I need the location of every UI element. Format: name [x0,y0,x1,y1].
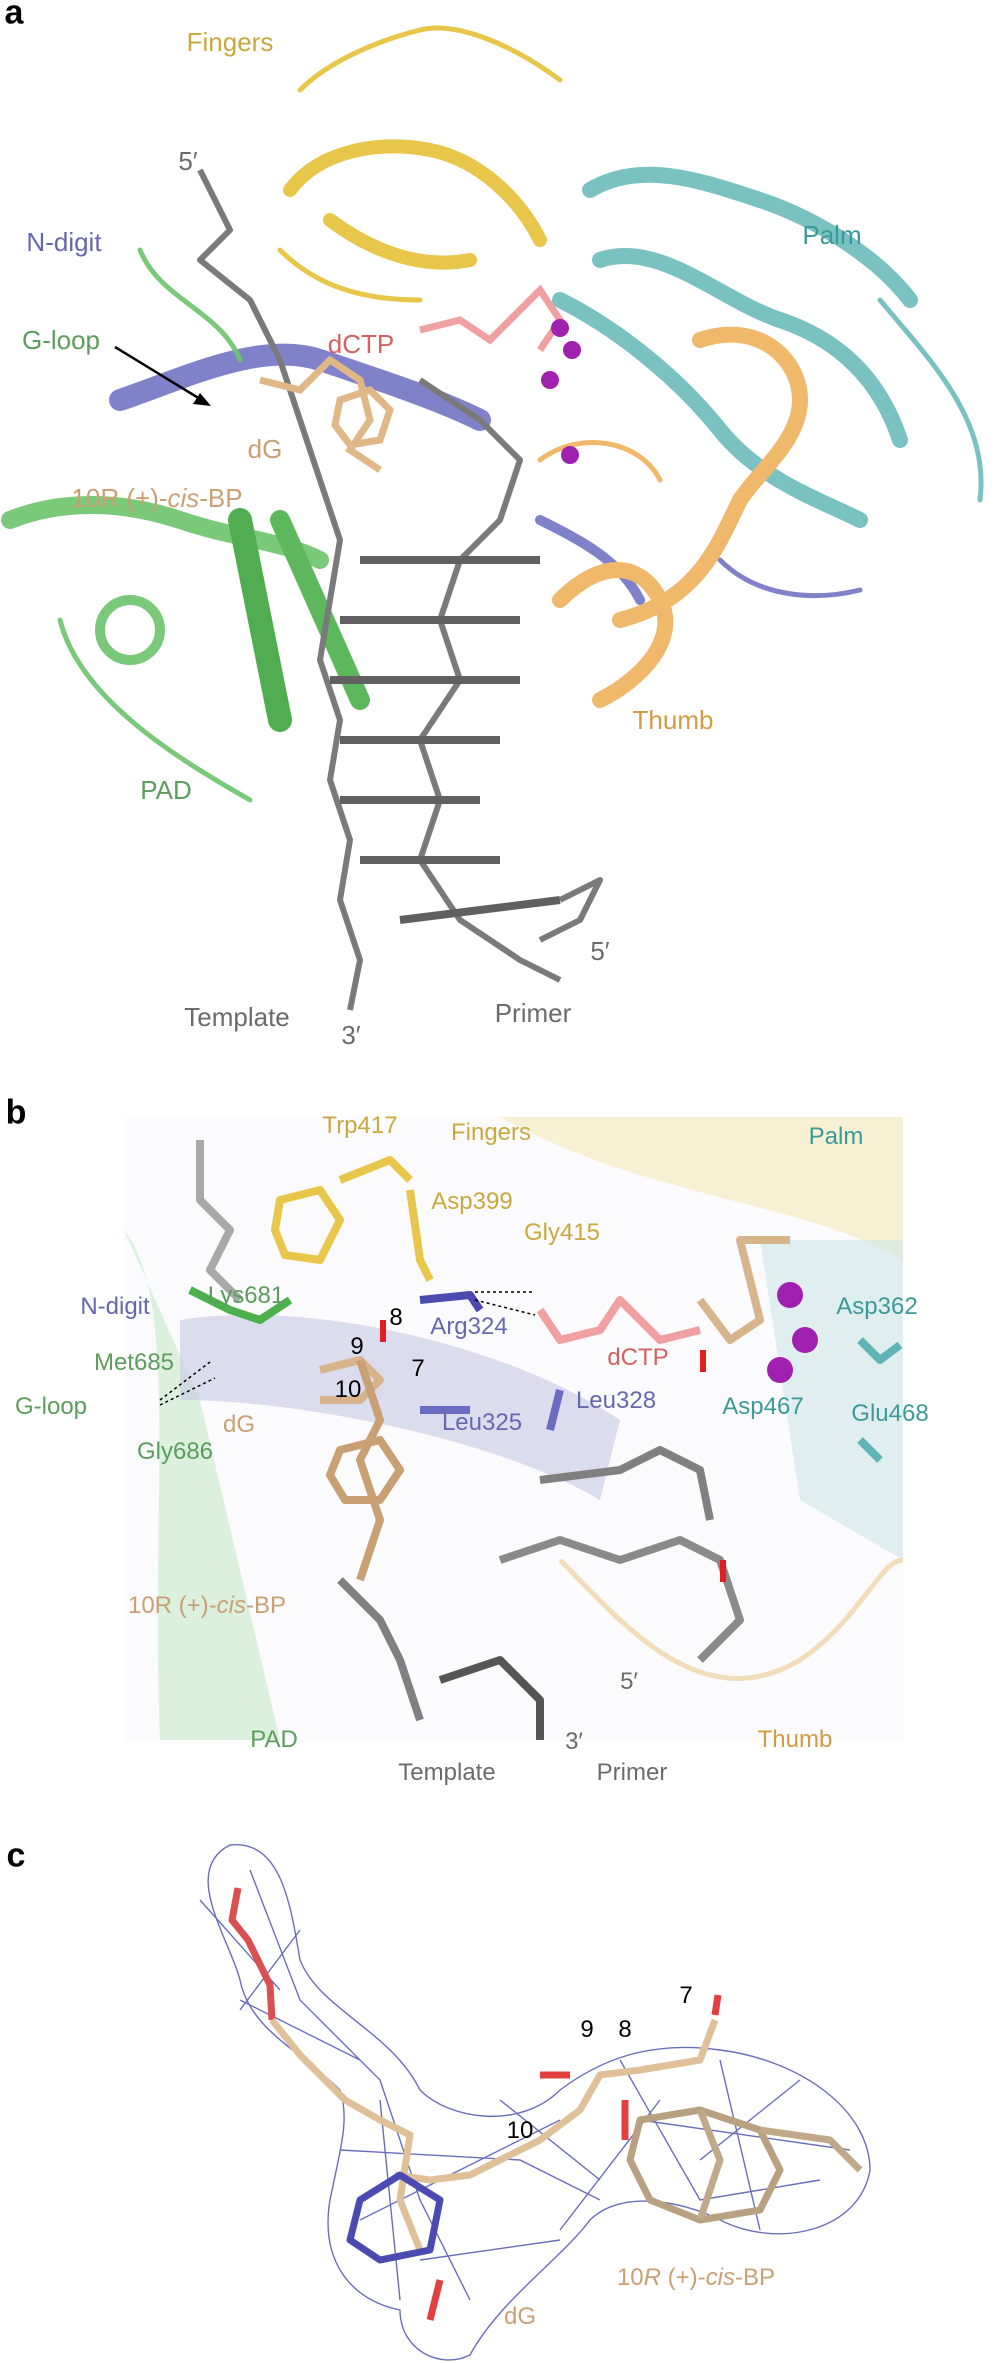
label-thumb: Thumb [632,705,714,735]
label-leu325: Leu325 [441,1409,523,1436]
label-asp362: Asp362 [836,1293,918,1320]
label-position-7: 7 [679,1982,693,2009]
bp-suffix: -BP [246,1592,287,1619]
label-pad: PAD [250,1726,298,1753]
label-position-10: 10 [334,1376,362,1403]
label-asp467: Asp467 [722,1393,804,1420]
bp-num: 10 [616,2264,644,2291]
bp-italic: cis [216,1592,247,1619]
bp-italic: cis [705,2264,736,2291]
label-g-loop: G-loop [21,325,101,355]
label-bp-adduct: 10R (+)-cis-BP [128,1594,286,1618]
panel-letter-c: c [6,1836,26,1875]
g-loop-arrow [114,345,211,406]
label-template: Template [398,1759,496,1786]
label-n-digit: N-digit [80,1293,150,1320]
panel-letter-a: a [4,0,24,32]
dctp-ligand [419,284,565,352]
palm-domain [552,166,984,528]
label-5prime-top: 5′ [178,146,198,176]
label-dg: dG [247,434,283,464]
label-dctp: dCTP [327,329,395,359]
bp-prefix: 10R (+)- [71,483,168,513]
label-5prime-bottom: 5′ [590,936,610,966]
label-bp-adduct: 10R (+)-cis-BP [617,2266,775,2290]
label-arg324: Arg324 [430,1313,508,1340]
metal-ions [541,319,581,464]
bp-prefix: 10R (+)- [127,1592,217,1619]
label-trp417: Trp417 [322,1112,398,1139]
bp-adduct [259,355,395,473]
panel-b-structure [124,1117,904,1742]
label-primer: Primer [494,998,572,1028]
label-glu468: Glu468 [851,1400,929,1427]
label-fingers: Fingers [186,27,274,57]
label-position-9: 9 [580,2016,594,2043]
label-pad: PAD [140,775,192,805]
label-primer: Primer [596,1759,668,1786]
label-template: Template [184,1002,290,1032]
thumb-domain [537,326,809,708]
label-met685: Met685 [93,1349,175,1376]
label-n-digit: N-digit [26,227,102,257]
label-dg: dG [503,2303,537,2330]
bp-suffix: -BP [199,483,243,513]
bp-mid: (+)- [661,2264,706,2291]
label-lys681: Lys681 [207,1282,285,1309]
panel-a-structure [1,25,984,1011]
label-leu328: Leu328 [575,1387,657,1414]
label-fingers: Fingers [450,1119,532,1146]
label-5prime: 5′ [620,1668,638,1695]
panel-c-model [228,1887,863,2321]
label-3prime: 3′ [565,1728,583,1755]
label-position-8: 8 [618,2016,632,2043]
label-position-7: 7 [411,1355,425,1382]
label-thumb: Thumb [757,1726,833,1753]
bp-r: R [643,2264,662,2291]
label-asp399: Asp399 [431,1188,513,1215]
label-dg: dG [222,1411,256,1438]
fingers-domain [277,25,563,303]
n-digit-domain [109,343,863,605]
label-gly686: Gly686 [136,1438,214,1465]
label-bp-adduct: 10R (+)-cis-BP [71,485,242,511]
dna-duplex [197,168,603,1011]
label-position-8: 8 [389,1304,403,1331]
label-dctp: dCTP [607,1344,669,1371]
label-g-loop: G-loop [14,1393,88,1420]
label-position-9: 9 [350,1333,364,1360]
label-gly415: Gly415 [523,1219,601,1246]
label-position-10: 10 [506,2117,534,2144]
label-3prime: 3′ [341,1020,361,1050]
label-palm: Palm [808,1123,864,1150]
panel-letter-b: b [5,1093,27,1132]
bp-suffix: -BP [735,2264,776,2291]
bp-italic: cis [167,483,200,513]
pad-domain [1,247,370,803]
label-palm: Palm [802,220,862,250]
